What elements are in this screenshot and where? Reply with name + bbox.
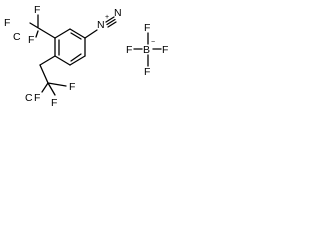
bf4-fluorine-top: F [144, 22, 150, 34]
cf3-bottom-fluorine-left: F [34, 92, 40, 104]
cf3-top-carbon: C [13, 31, 21, 43]
bf4-charge: − [151, 39, 155, 46]
chemical-structure-diagram: F F F C C F F F N + N F F B − F F [0, 0, 176, 111]
substituent-bonds [39, 28, 98, 66]
cf3-group-top: F F F C [4, 4, 41, 46]
diazonium-nitrogen-1: N [97, 19, 105, 31]
tetrafluoroborate-anion: F F B − F F [126, 22, 168, 78]
diazonium-group: N + N [97, 7, 122, 31]
cf3-top-fluorine-low: F [28, 34, 34, 46]
cf3-group-bottom: C F F F [25, 64, 75, 109]
cf3-bottom-carbon: C [25, 92, 33, 104]
diazonium-nitrogen-2: N [114, 7, 122, 19]
bf4-fluorine-left: F [126, 44, 132, 56]
diazonium-charge: + [105, 14, 109, 21]
bf4-boron: B [143, 44, 150, 56]
bf4-fluorine-bottom: F [144, 66, 150, 78]
cf3-bottom-fluorine-right: F [69, 81, 75, 93]
bf4-fluorine-right: F [162, 44, 168, 56]
cf3-top-fluorine-top: F [34, 4, 40, 16]
cf3-top-fluorine-left: F [4, 17, 10, 29]
cf3-bottom-fluorine-bottom: F [51, 97, 57, 109]
benzene-ring [54, 28, 86, 66]
